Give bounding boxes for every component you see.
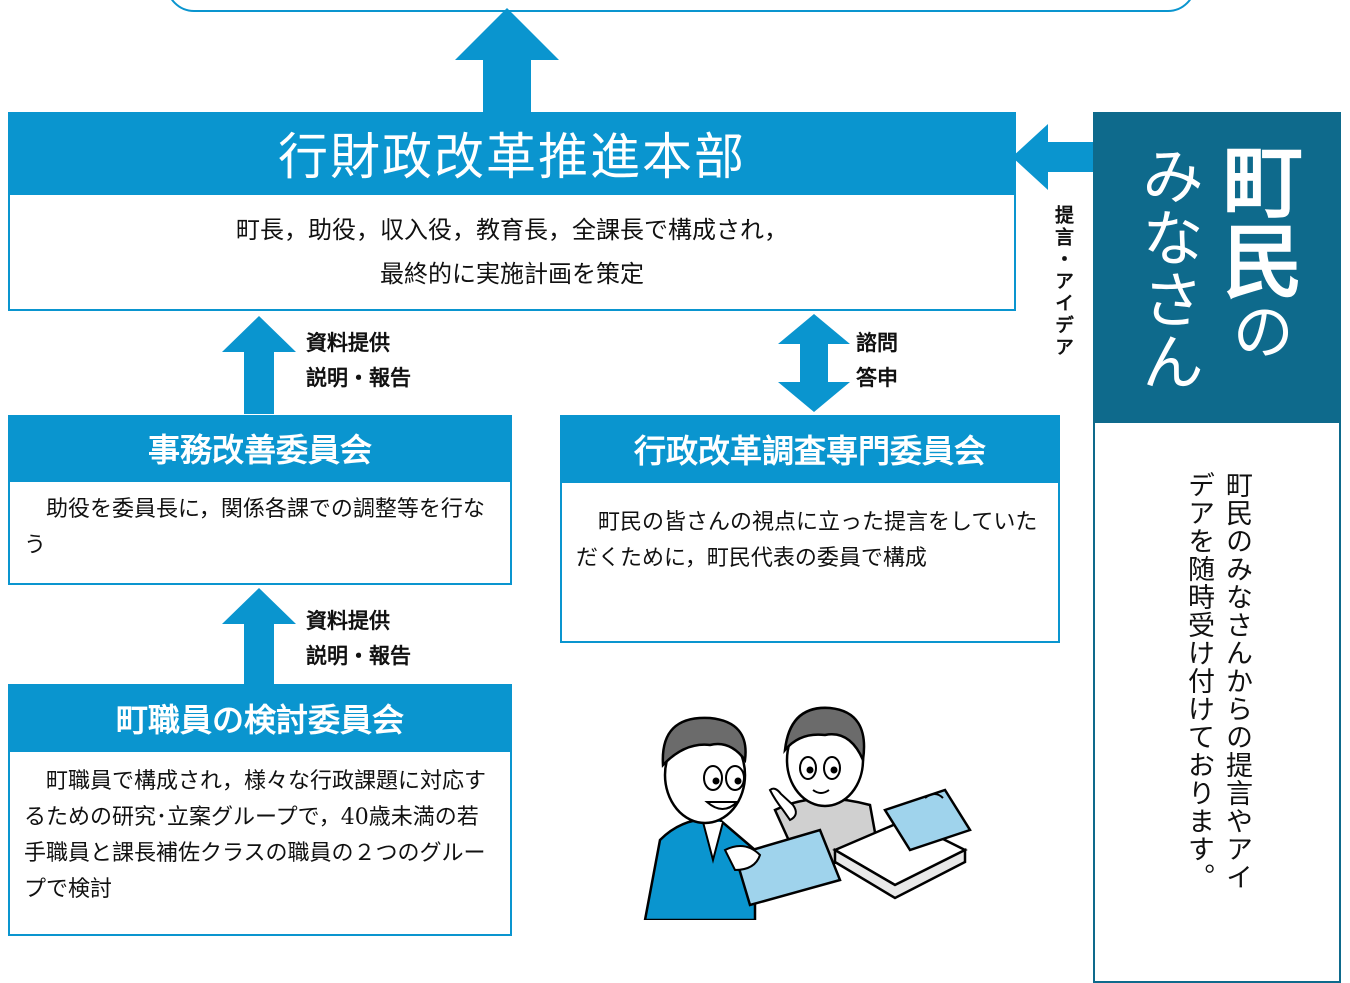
label-upper-left-2: 説明・報告 (306, 366, 411, 390)
people-illustration (643, 706, 972, 920)
citizens-description: 町民のみなさんからの提言やアイ デアを随時受け付けております。 (1093, 423, 1341, 983)
citizens-title: 町民の みなさん (1093, 112, 1341, 424)
jimu-title: 事務改善委員会 (8, 415, 512, 481)
citizens-title-col1: 町民の (1210, 140, 1304, 424)
citizens-title-col2: みなさん (1131, 144, 1204, 392)
arrow-left-citizens (1012, 124, 1094, 190)
hq-title: 行財政改革推進本部 (8, 112, 1016, 194)
arrow-up-hq (455, 8, 559, 112)
label-upper-left-1: 資料提供 (306, 331, 390, 355)
citizens-body-col1: 町民のみなさんからの提言やアイ (1221, 471, 1252, 891)
label-lower-left-1: 資料提供 (306, 609, 390, 633)
label-consult: 諮問 答申 (856, 326, 898, 396)
hq-line-2: 最終的に実施計画を策定 (380, 260, 644, 288)
staff-description: 町職員で構成され，様々な行政課題に対応するための研究･立案グループで，40歳未満… (8, 750, 512, 936)
arrow-up-jimu (222, 316, 296, 414)
label-lower-left-2: 説明・報告 (306, 644, 411, 668)
proposal-label: 提言・アイデア (1052, 205, 1074, 359)
hq-description: 町長，助役，収入役，教育長，全課長で構成され， 最終的に実施計画を策定 (8, 193, 1016, 311)
gyosei-title: 行政改革調査専門委員会 (560, 415, 1060, 482)
label-consult-2: 答申 (856, 366, 898, 390)
citizens-title-particle: の (1221, 300, 1294, 362)
citizens-body-col2: デアを随時受け付けております。 (1183, 471, 1214, 891)
staff-title: 町職員の検討委員会 (8, 684, 512, 751)
label-consult-1: 諮問 (856, 331, 898, 355)
citizens-title-word: 町民 (1210, 140, 1304, 300)
arrow-double-consult (778, 314, 850, 412)
arrow-up-staff (222, 588, 296, 684)
hq-line-1: 町長，助役，収入役，教育長，全課長で構成され， (236, 216, 788, 244)
jimu-description: 助役を委員長に，関係各課での調整等を行なう (8, 480, 512, 585)
label-lower-left: 資料提供 説明・報告 (306, 604, 411, 674)
label-upper-left: 資料提供 説明・報告 (306, 326, 411, 396)
gyosei-description: 町民の皆さんの視点に立った提言をしていただくために，町民代表の委員で構成 (560, 481, 1060, 643)
top-banner-box (166, 0, 1196, 12)
